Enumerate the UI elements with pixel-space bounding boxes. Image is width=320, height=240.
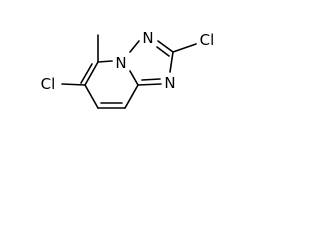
bond-n1-c2-double bbox=[156, 46, 170, 57]
bond-c5-c6 bbox=[84, 61, 99, 86]
molecule-structure: N N N Cl Cl bbox=[41, 29, 215, 109]
bond-c6-cl bbox=[61, 83, 86, 86]
bond-c2-n3 bbox=[169, 51, 174, 73]
atom-label-n-bridge: N bbox=[115, 54, 126, 72]
atom-label-n-right: N bbox=[164, 74, 175, 92]
atom-label-cl-triazole: Cl bbox=[200, 31, 215, 49]
atom-label-cl-pyridine: Cl bbox=[41, 75, 56, 93]
bond-n3-c8a-double bbox=[141, 78, 161, 81]
bond-c8-c8a bbox=[124, 84, 139, 109]
bond-n1-c2 bbox=[157, 40, 174, 53]
atom-label-n-top: N bbox=[142, 29, 153, 47]
bond-c8a-n4 bbox=[129, 70, 139, 86]
bond-n4-c5 bbox=[97, 60, 113, 63]
bond-n4-n1 bbox=[129, 40, 140, 53]
bond-c6-c7 bbox=[84, 84, 99, 109]
bond-c2-cl bbox=[172, 43, 197, 53]
bond-n3-c8a bbox=[137, 83, 162, 86]
bond-c5-c6-double bbox=[80, 63, 93, 84]
